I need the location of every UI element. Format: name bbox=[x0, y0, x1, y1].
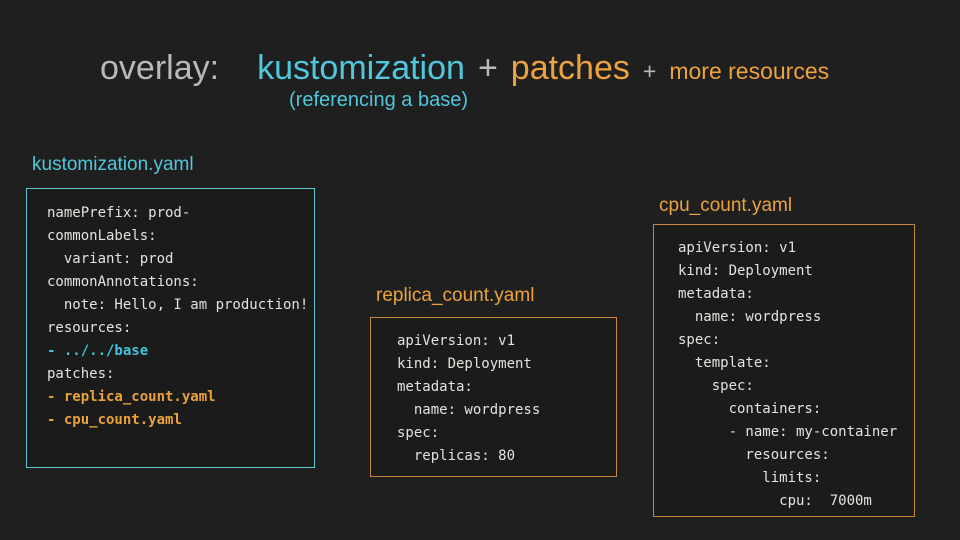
cpu-count-yaml-code-box: apiVersion: v1 kind: Deployment metadata… bbox=[653, 224, 915, 517]
code-line: patches: bbox=[47, 366, 115, 382]
code-line: cpu: 7000m bbox=[678, 493, 872, 509]
replica-count-yaml-panel: replica_count.yaml apiVersion: v1 kind: … bbox=[370, 284, 617, 477]
code-line: metadata: bbox=[397, 379, 473, 395]
cpu-count-yaml-label: cpu_count.yaml bbox=[659, 195, 793, 216]
code-line: commonAnnotations: bbox=[47, 274, 199, 290]
code-line: limits: bbox=[678, 470, 822, 486]
title-patches: patches bbox=[510, 49, 630, 87]
replica-count-yaml-label: replica_count.yaml bbox=[376, 285, 535, 306]
code-line-replica-patch-ref: - replica_count.yaml bbox=[47, 389, 216, 405]
code-line: apiVersion: v1 bbox=[397, 333, 516, 349]
code-line: resources: bbox=[678, 447, 830, 463]
code-line-base-ref: - ../../base bbox=[47, 343, 149, 359]
code-line: resources: bbox=[47, 320, 132, 336]
kustomization-yaml-code-box: namePrefix: prod- commonLabels: variant:… bbox=[26, 188, 315, 468]
slide-subtitle: (referencing a base) bbox=[289, 89, 468, 111]
kustomization-yaml-panel: kustomization.yaml namePrefix: prod- com… bbox=[26, 153, 315, 468]
title-more-resources: more resources bbox=[669, 58, 830, 84]
title-overlay: overlay: bbox=[100, 49, 220, 87]
title-plus-2: + bbox=[642, 58, 657, 84]
title-plus-1: + bbox=[477, 49, 498, 87]
code-line: kind: Deployment bbox=[397, 356, 532, 372]
code-line: commonLabels: bbox=[47, 228, 157, 244]
code-line: name: wordpress bbox=[678, 309, 822, 325]
code-line-cpu-patch-ref: - cpu_count.yaml bbox=[47, 412, 182, 428]
code-line: namePrefix: prod- bbox=[47, 205, 191, 221]
code-line: variant: prod bbox=[47, 251, 174, 267]
code-line: kind: Deployment bbox=[678, 263, 813, 279]
slide-title: overlay: kustomization + patches + more … bbox=[100, 48, 829, 88]
code-line: name: wordpress bbox=[397, 402, 541, 418]
code-line: template: bbox=[678, 355, 771, 371]
code-line: containers: bbox=[678, 401, 822, 417]
code-line: - name: my-container bbox=[678, 424, 898, 440]
code-line: replicas: 80 bbox=[397, 448, 516, 464]
code-line: spec: bbox=[397, 425, 440, 441]
code-line: metadata: bbox=[678, 286, 754, 302]
cpu-count-yaml-panel: cpu_count.yaml apiVersion: v1 kind: Depl… bbox=[653, 194, 915, 517]
code-line: spec: bbox=[678, 332, 721, 348]
code-line: spec: bbox=[678, 378, 754, 394]
replica-count-yaml-code-box: apiVersion: v1 kind: Deployment metadata… bbox=[370, 317, 617, 477]
code-line: apiVersion: v1 bbox=[678, 240, 797, 256]
kustomization-yaml-label: kustomization.yaml bbox=[32, 154, 194, 175]
title-kustomization: kustomization bbox=[257, 49, 465, 87]
code-line: note: Hello, I am production! bbox=[47, 297, 309, 313]
